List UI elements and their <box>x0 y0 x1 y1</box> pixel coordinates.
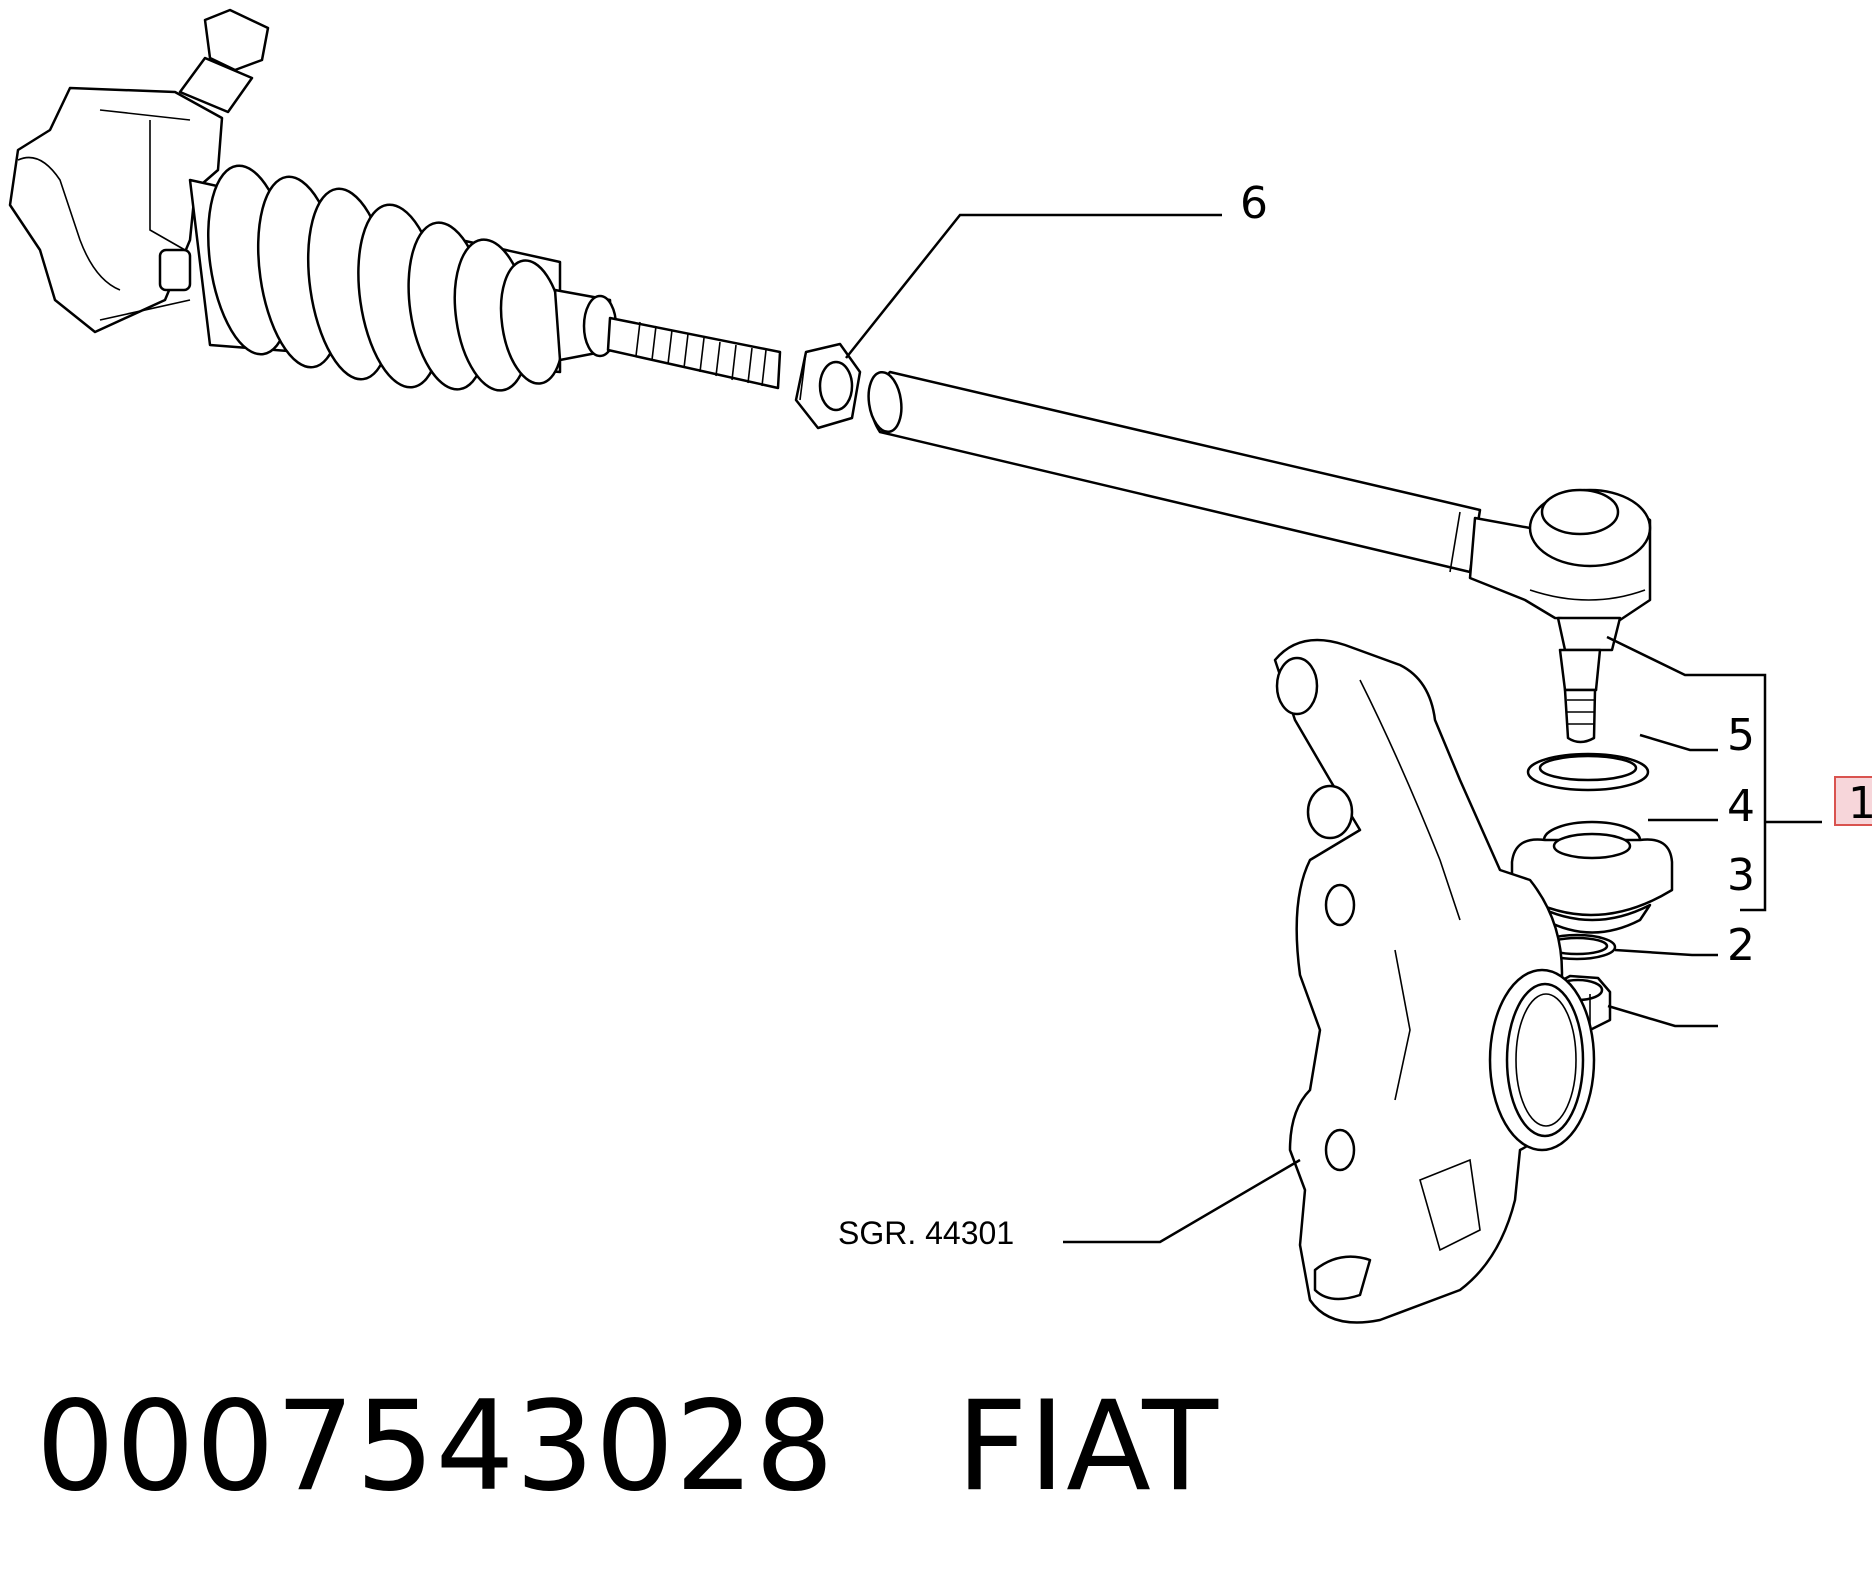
tie-rod-tube <box>867 370 1482 574</box>
callout-4: 4 <box>1727 781 1755 832</box>
part-number: 0007543028 <box>36 1375 835 1519</box>
circlip <box>1526 752 1650 792</box>
leader-lines <box>845 213 1822 1244</box>
part-number-line: 0007543028 FIAT <box>36 1385 1219 1509</box>
rubber-boot <box>188 164 618 392</box>
steering-rack-housing <box>8 8 270 334</box>
lock-nut <box>794 342 862 430</box>
callout-3: 3 <box>1727 850 1755 901</box>
dust-cover <box>1510 820 1674 934</box>
reference-label: SGR. 44301 <box>838 1215 1014 1251</box>
tie-rod-end <box>1468 488 1652 652</box>
callout-5: 5 <box>1727 710 1755 761</box>
brand-name: FIAT <box>956 1375 1220 1519</box>
callout-6: 6 <box>1240 178 1268 229</box>
threaded-rod <box>606 316 782 390</box>
steering-knuckle <box>1273 638 1596 1324</box>
callout-2: 2 <box>1727 920 1755 971</box>
callout-1-highlight <box>1834 776 1872 826</box>
ball-stud <box>1558 648 1602 744</box>
callout-1: 1 <box>1848 778 1872 829</box>
